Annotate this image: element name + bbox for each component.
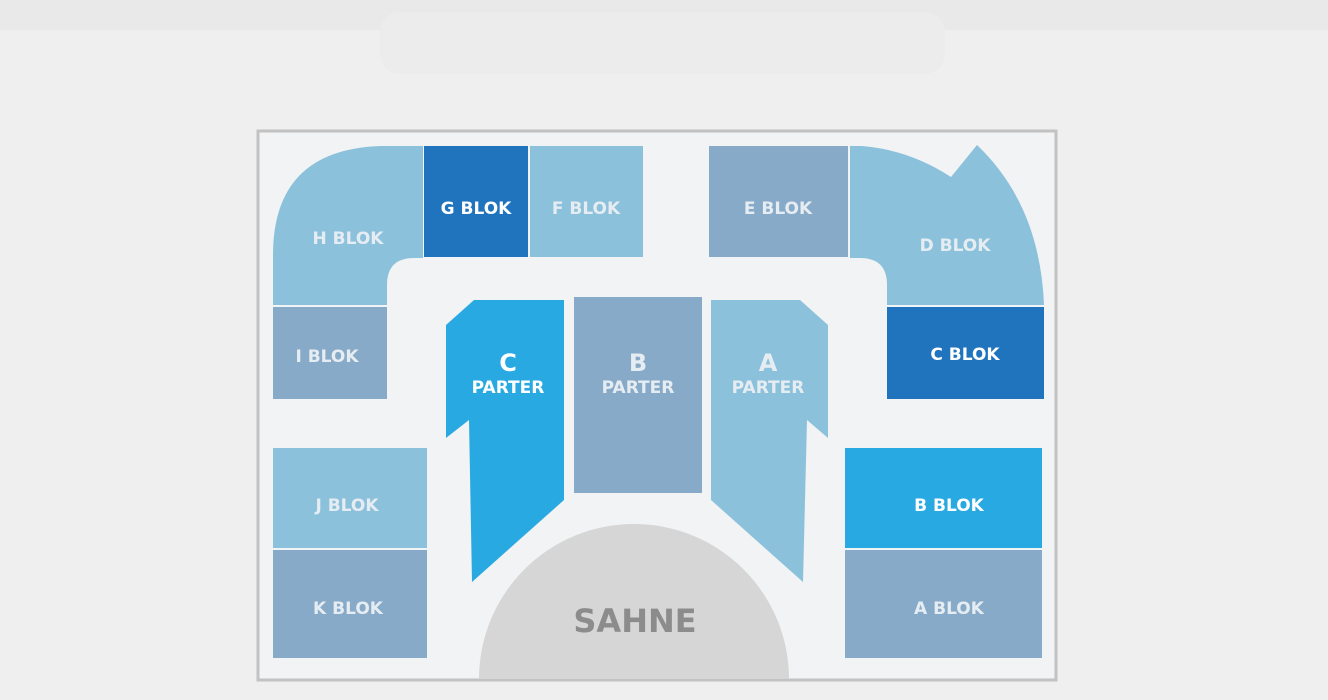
section-d-blok[interactable]: D BLOK bbox=[850, 145, 1044, 305]
section-shape bbox=[273, 550, 427, 658]
section-shape bbox=[845, 448, 1042, 548]
section-label: G BLOK bbox=[441, 199, 513, 219]
section-f-blok[interactable]: F BLOK bbox=[530, 146, 643, 257]
section-shape bbox=[424, 146, 528, 257]
section-shape bbox=[273, 448, 427, 548]
section-label: H BLOK bbox=[313, 229, 385, 249]
section-label: PARTER bbox=[472, 378, 545, 398]
section-a-blok[interactable]: A BLOK bbox=[845, 550, 1042, 658]
section-letter: A bbox=[759, 349, 778, 377]
section-b-blok[interactable]: B BLOK bbox=[845, 448, 1042, 548]
section-e-blok[interactable]: E BLOK bbox=[709, 146, 848, 257]
section-label: I BLOK bbox=[295, 347, 359, 367]
section-label: PARTER bbox=[732, 378, 805, 398]
section-shape bbox=[446, 300, 564, 582]
section-k-blok[interactable]: K BLOK bbox=[273, 550, 427, 658]
section-shape bbox=[711, 300, 828, 582]
section-label: J BLOK bbox=[314, 496, 379, 516]
section-h-blok[interactable]: H BLOK bbox=[273, 146, 423, 305]
section-j-blok[interactable]: J BLOK bbox=[273, 448, 427, 548]
stage-label: SAHNE bbox=[573, 602, 696, 640]
section-shape bbox=[850, 145, 1044, 305]
section-label: E BLOK bbox=[744, 199, 813, 219]
section-shape bbox=[530, 146, 643, 257]
section-c-blok[interactable]: C BLOK bbox=[887, 307, 1044, 399]
section-c-parter[interactable]: C PARTER bbox=[446, 300, 564, 582]
section-label: B BLOK bbox=[914, 496, 985, 516]
section-letter: C bbox=[499, 349, 517, 377]
stage-shape bbox=[479, 524, 789, 679]
section-shape bbox=[845, 550, 1042, 658]
section-a-parter[interactable]: A PARTER bbox=[711, 300, 828, 582]
section-label: D BLOK bbox=[920, 236, 992, 256]
section-i-blok[interactable]: I BLOK bbox=[273, 307, 387, 399]
section-letter: B bbox=[629, 349, 647, 377]
section-shape bbox=[887, 307, 1044, 399]
section-label: PARTER bbox=[602, 378, 675, 398]
section-label: F BLOK bbox=[552, 199, 621, 219]
section-shape bbox=[709, 146, 848, 257]
blurred-header bbox=[380, 12, 945, 74]
section-shape bbox=[574, 297, 702, 493]
section-b-parter[interactable]: B PARTER bbox=[574, 297, 702, 493]
section-label: C BLOK bbox=[930, 345, 1000, 365]
stage: SAHNE bbox=[479, 524, 789, 679]
section-shape bbox=[273, 307, 387, 399]
section-g-blok[interactable]: G BLOK bbox=[424, 146, 528, 257]
section-label: A BLOK bbox=[914, 599, 985, 619]
section-shape bbox=[273, 146, 423, 305]
section-label: K BLOK bbox=[313, 599, 384, 619]
